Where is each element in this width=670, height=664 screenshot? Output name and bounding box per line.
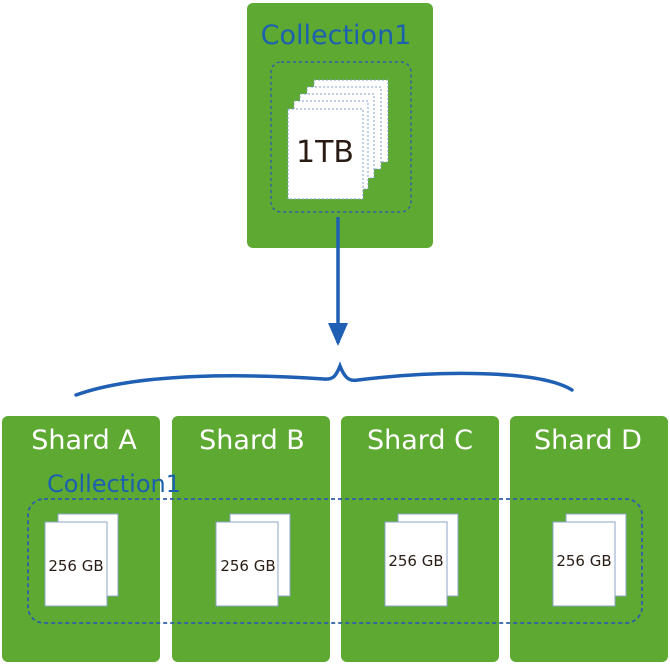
source-collection: Collection1 1TB [247,3,433,248]
chunk-size-label: 256 GB [48,557,103,575]
chunk-size-label: 256 GB [220,557,275,575]
chunk-c: 256 GB [384,513,459,607]
chunk-d: 256 GB [552,513,627,607]
source-document-stack [287,79,389,200]
distributed-collection-outline [27,498,643,624]
chunk-size-label: 256 GB [388,552,443,570]
distributed-collection-label: Collection1 [47,470,181,498]
shard-name: Shard A [31,425,137,456]
chunk-b: 256 GB [215,513,291,607]
chunk-a: 256 GB [44,513,119,607]
shard-name: Shard B [199,425,305,456]
shard-name: Shard C [367,425,473,456]
split-arrowhead [328,323,348,346]
shard-brace [74,361,574,397]
source-collection-label: Collection1 [261,20,412,51]
source-collection-outline [270,61,412,213]
source-size-label: 1TB [296,135,354,170]
chunk-size-label: 256 GB [556,552,611,570]
shard-name: Shard D [534,425,642,456]
